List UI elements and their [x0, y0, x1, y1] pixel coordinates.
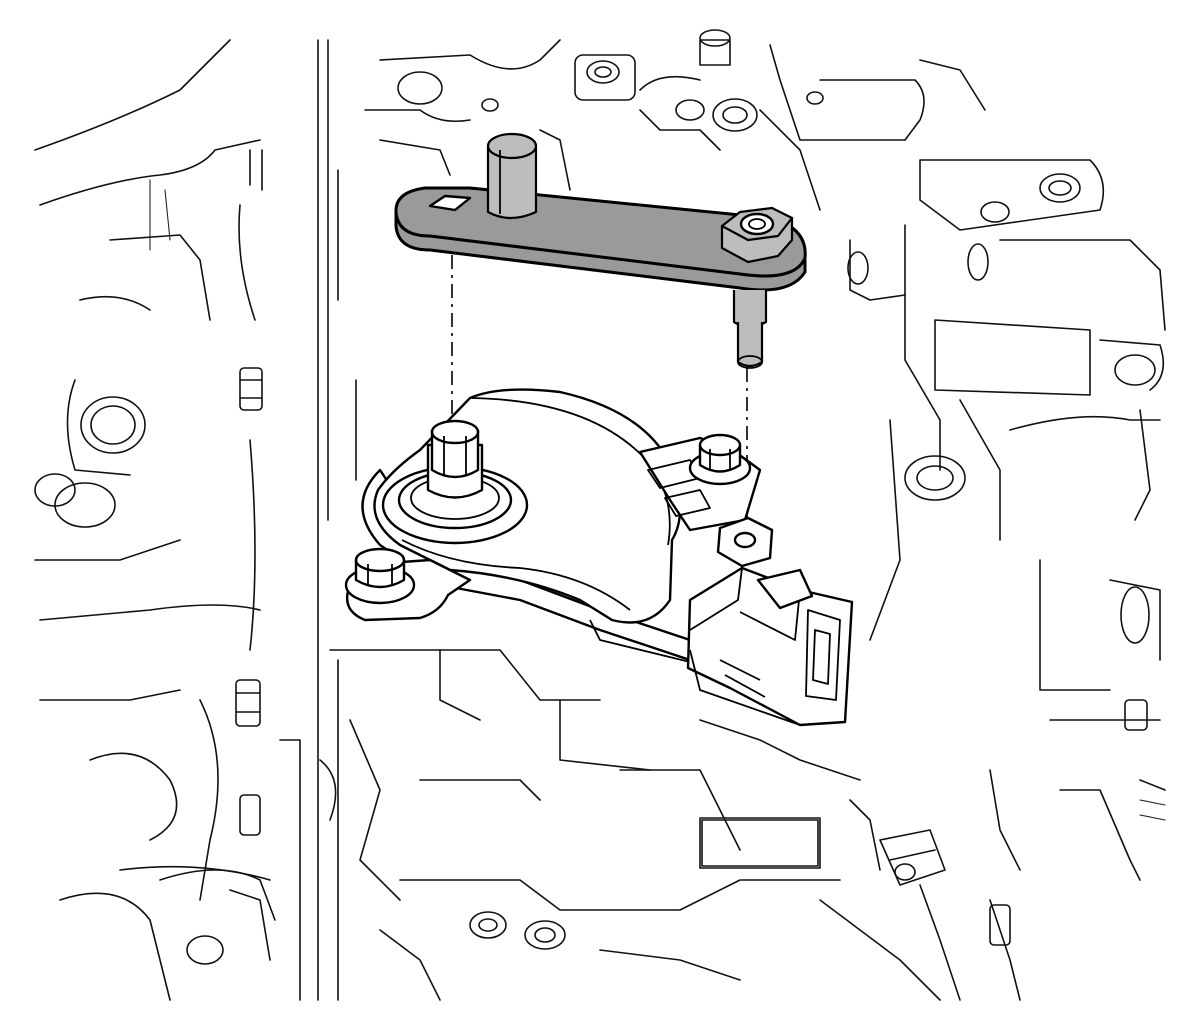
transmission-housing	[34, 29, 1166, 1001]
sensor-mounting-bolt-rear	[688, 433, 752, 486]
lever-nut	[720, 206, 794, 369]
sensor-mounting-bolt-front	[344, 547, 416, 605]
lever-pin	[486, 132, 538, 220]
housing-label-plate	[701, 819, 819, 867]
selector-shaft	[381, 419, 529, 545]
sensor-electrical-connector	[686, 566, 854, 727]
